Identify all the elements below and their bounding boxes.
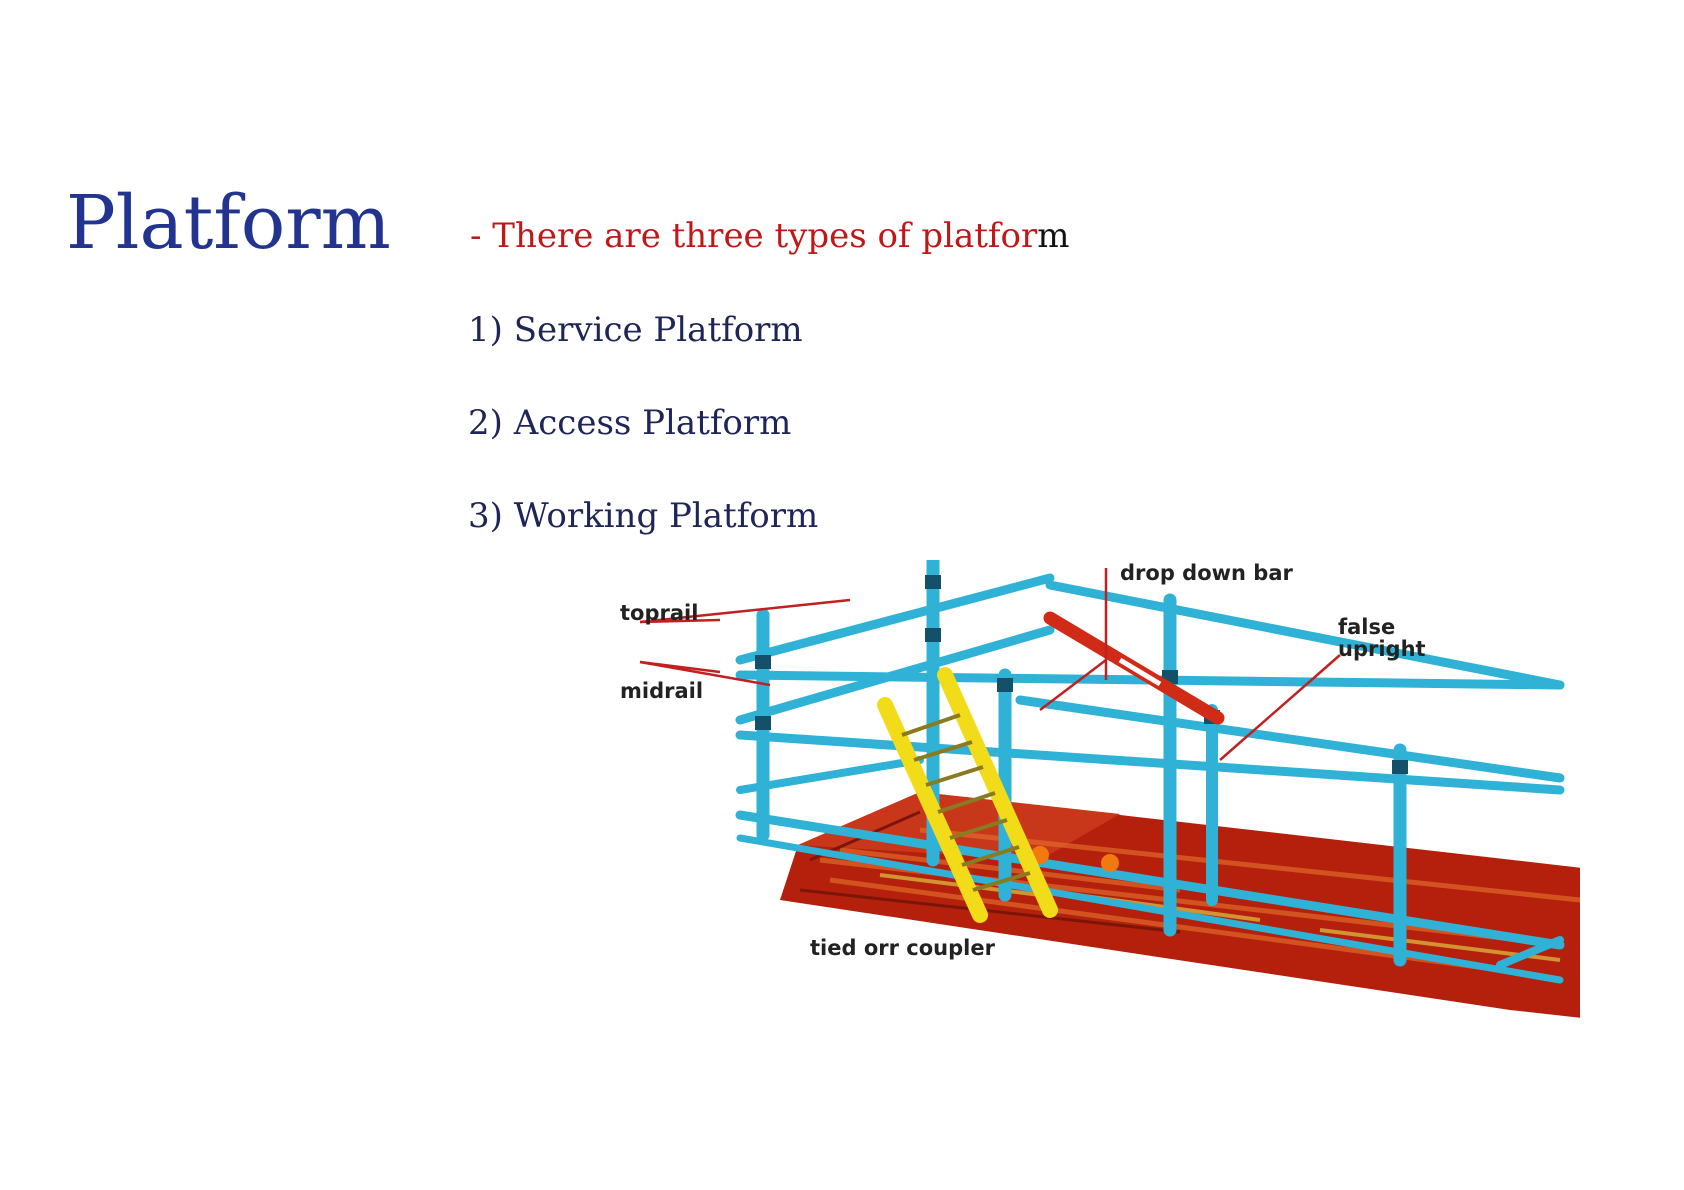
label-drop-down-bar: drop down bar [1120, 561, 1293, 585]
intro-text: - There are three types of platfor [470, 216, 1038, 256]
drop-down-bar [1031, 611, 1225, 872]
label-toprail: toprail [620, 601, 698, 625]
ladder [877, 667, 1058, 923]
scaffold-illustration: toprail midrail drop down bar false upri… [620, 560, 1580, 1018]
label-midrail: midrail [620, 679, 703, 703]
platform-boards [780, 792, 1580, 1018]
label-tied-coupler: tied orr coupler [810, 936, 996, 960]
platform-type-access: 2) Access Platform [468, 403, 792, 443]
slide-title: Platform [66, 180, 391, 266]
scaffold-diagram: toprail midrail drop down bar false upri… [620, 560, 1580, 1040]
platform-type-service: 1) Service Platform [468, 310, 803, 350]
intro-line: - There are three types of platform [470, 216, 1070, 256]
label-false-upright-line2: upright [1338, 637, 1426, 661]
leader-lines [639, 568, 1341, 761]
intro-text-end: m [1037, 216, 1070, 256]
label-false-upright-line1: false [1338, 615, 1395, 639]
platform-type-working: 3) Working Platform [468, 496, 819, 536]
